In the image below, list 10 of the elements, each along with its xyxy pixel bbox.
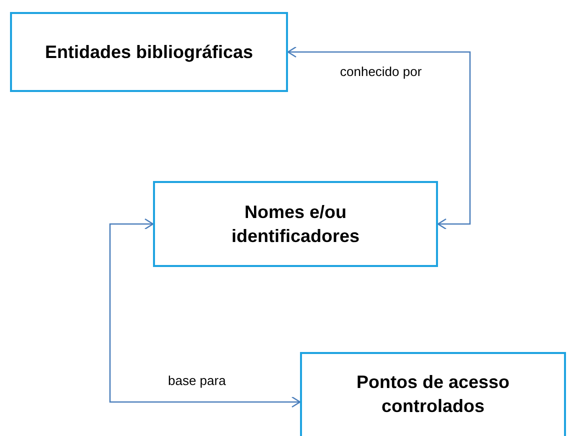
box-title: Nomes e/ou identificadores [230, 201, 361, 248]
process-box [300, 352, 566, 436]
edge-label: conhecido por [340, 64, 422, 80]
process-box [10, 12, 288, 92]
box-title: Entidades bibliográficas [44, 41, 254, 64]
process-box [153, 181, 438, 267]
box-title: Pontos de acesso controlados [355, 371, 511, 418]
edge-label: base para [168, 373, 226, 389]
connector-arrow [287, 46, 471, 230]
connector-arrow [109, 218, 301, 408]
